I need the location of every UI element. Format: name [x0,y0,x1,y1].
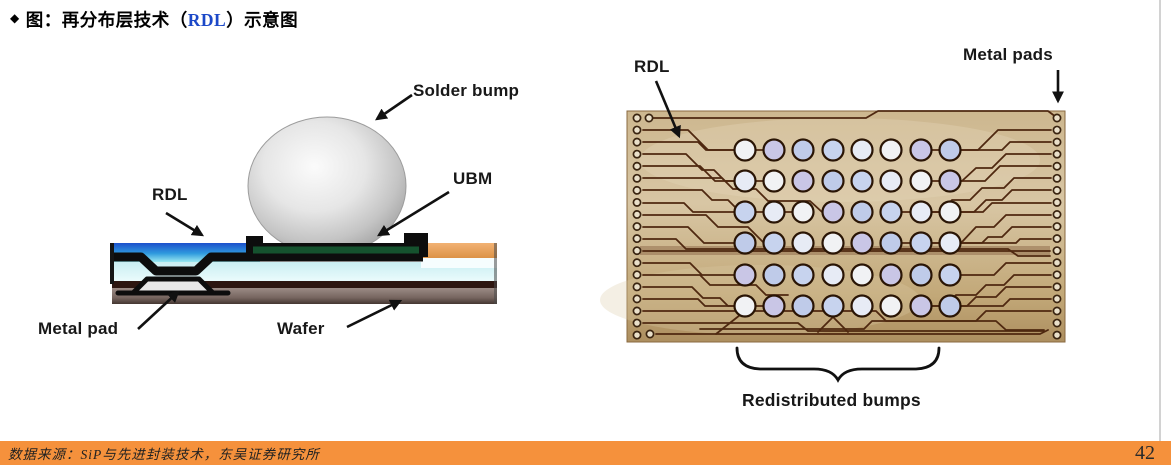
ubm-left-hook [246,236,263,245]
rdl-arrow [165,211,205,237]
stack-left-edge [110,243,114,284]
footer-bar: 数据来源：SiP与先进封装技术，东吴证券研究所 42 [0,441,1171,465]
data-source-text: 数据来源：SiP与先进封装技术，东吴证券研究所 [8,447,320,462]
label-rdl-left: RDL [152,185,188,204]
white-strip [421,258,497,268]
ubm-right-hook [404,233,428,245]
edge-metal-pads [632,113,1062,340]
metal-pad-shape [130,276,216,296]
title-prefix: 图：再分布层技术（ [25,10,188,30]
solder-bump-arrow [375,93,413,121]
label-wafer: Wafer [277,319,325,338]
label-solder-bump: Solder bump [413,81,520,100]
page-number: 42 [1135,442,1155,464]
label-redistributed-bumps: Redistributed bumps [742,390,921,410]
title-highlight-rdl: RDL [187,10,227,30]
diamond-bullet-icon: ◆ [10,11,20,25]
label-ubm: UBM [453,169,493,188]
ubm-green-layer [253,246,419,254]
orange-layer [421,243,497,258]
label-metal-pads: Metal pads [963,45,1053,64]
maroon-layer [112,281,497,288]
dielectric-layer [112,262,497,281]
cross-section-figure [110,93,497,330]
page-title: ◆ 图：再分布层技术（RDL）示意图 [10,7,298,32]
top-view-figure [600,70,1066,383]
title-suffix: ）示意图 [226,10,299,30]
redistributed-bump-grid [733,138,962,318]
label-metal-pad: Metal pad [38,319,119,338]
wafer-arrow [346,299,403,329]
ubm-arrow [376,190,450,237]
left-figure-arrows [137,93,450,330]
title-text: 图：再分布层技术（RDL）示意图 [26,7,298,32]
right-figure-arrows [654,70,1064,139]
metal-pad-arrow [137,290,180,330]
stack-right-edge [494,243,497,304]
rdl-right-arrow [654,80,681,139]
label-rdl-right: RDL [634,57,670,76]
bumps-brace [735,346,941,383]
